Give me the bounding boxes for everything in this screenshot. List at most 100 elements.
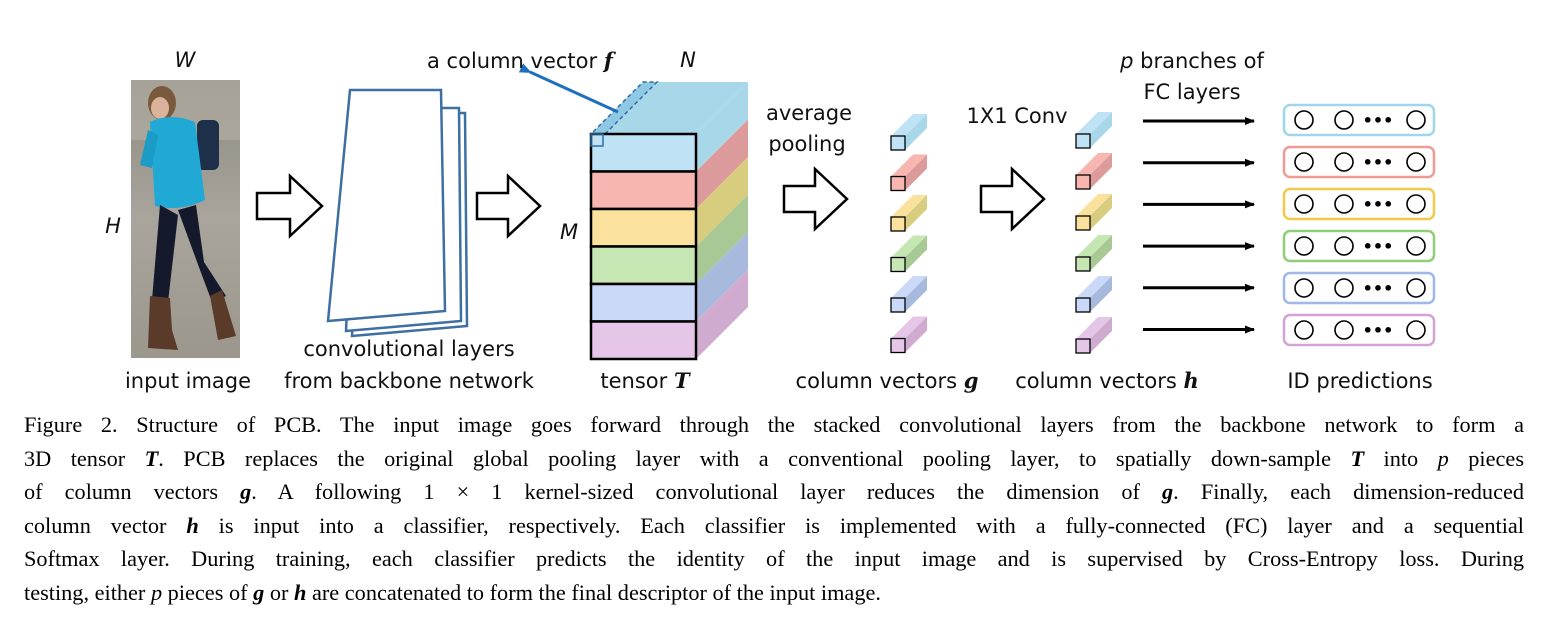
- caption-line: of column vectors g. A following 1 × 1 k…: [24, 475, 1524, 509]
- math-bold-var: T: [144, 445, 159, 471]
- hollow-arrow-3: [782, 166, 849, 232]
- conv-layers-stack: [326, 88, 469, 338]
- label-M: M: [560, 220, 578, 244]
- tensor-part: [589, 132, 698, 173]
- neuron-circle: [1334, 320, 1354, 340]
- vector-g-top: [891, 276, 927, 298]
- tensor-side-face: [696, 269, 748, 359]
- vector-h-side: [1090, 112, 1112, 148]
- tensor-part: [589, 245, 698, 286]
- id-prediction-box: [1282, 271, 1436, 305]
- tensor-side-face: [696, 119, 748, 209]
- tensor-side-face: [696, 82, 748, 172]
- neuron-circle: [1294, 320, 1314, 340]
- neuron-circle: [1406, 152, 1426, 172]
- caption-text: pieces: [1448, 445, 1524, 471]
- id-prediction-boxes: ••••••••••••••••••: [1282, 103, 1436, 347]
- vector-g-top: [891, 154, 927, 177]
- caption-line: 3D tensor T. PCB replaces the original g…: [24, 442, 1524, 476]
- label-N: N: [680, 48, 696, 72]
- label-id-predictions: ID predictions: [1287, 369, 1432, 393]
- label-1x1-conv: 1X1 Conv: [966, 104, 1067, 128]
- math-var: p: [150, 579, 163, 605]
- math-bold-var: T: [1350, 445, 1365, 471]
- caption-line: Figure 2. Structure of PCB. The input im…: [24, 408, 1524, 442]
- label-H: H: [105, 214, 121, 238]
- ellipsis-dots: •••: [1363, 195, 1394, 214]
- neuron-circle: [1406, 278, 1426, 298]
- vector-h-top: [1076, 153, 1112, 175]
- vector-h-top: [1076, 235, 1112, 257]
- column-vectors-g: [890, 114, 927, 354]
- tensor-side-face: [696, 157, 748, 247]
- caption-line: column vector h is input into a classifi…: [24, 509, 1524, 543]
- ellipsis-dots: •••: [1363, 321, 1394, 340]
- caption-line: Softmax layer. During training, each cla…: [24, 542, 1524, 576]
- neuron-circle: [1334, 236, 1354, 256]
- caption-text: . A following 1 × 1 kernel-sized convolu…: [251, 479, 1163, 504]
- neuron-circle: [1406, 320, 1426, 340]
- caption-text: Softmax layer. During training, each cla…: [24, 546, 1524, 571]
- id-prediction-box: [1282, 313, 1436, 347]
- vector-h-side: [1090, 276, 1112, 312]
- vector-h-cell: [1075, 338, 1091, 354]
- neuron-circle: [1294, 110, 1314, 130]
- ellipsis-dots: •••: [1363, 153, 1394, 172]
- neuron-circle: [1406, 236, 1426, 256]
- caption-text: Figure 2. Structure of PCB. The input im…: [24, 412, 1524, 437]
- caption-text: . Finally, each dimension-reduced: [1173, 479, 1525, 504]
- label-conv-layers-1: convolutional layers: [303, 337, 514, 361]
- vector-h-cell: [1075, 174, 1091, 190]
- caption-text: 3D tensor: [24, 445, 145, 471]
- figure-caption: Figure 2. Structure of PCB. The input im…: [24, 408, 1524, 609]
- vector-g-side: [905, 154, 927, 191]
- vector-h-cell: [1075, 215, 1091, 231]
- tensor-column-cell: [590, 133, 604, 147]
- vector-h-top: [1076, 194, 1112, 216]
- math-bold-var: h: [294, 579, 307, 605]
- neuron-circle: [1406, 194, 1426, 214]
- column-vectors-h: [1075, 112, 1112, 354]
- hollow-arrow-4: [979, 166, 1046, 232]
- math-bold-var: g: [1162, 479, 1174, 504]
- vector-h-side: [1090, 153, 1112, 189]
- vector-g-top: [891, 195, 927, 217]
- label-p-branches: p branches of: [1119, 49, 1264, 73]
- tensor-side-face: [696, 232, 748, 322]
- label-column-vectors-g: column vectors g: [796, 368, 979, 393]
- vector-g-cell: [890, 216, 906, 232]
- label-fc-layers: FC layers: [1143, 80, 1240, 104]
- vector-h-top: [1076, 317, 1112, 339]
- vector-g-cell: [890, 175, 906, 192]
- vector-g-cell: [890, 256, 906, 273]
- math-bold-var: g: [240, 479, 252, 504]
- label-average: average: [766, 101, 852, 125]
- id-prediction-box: [1282, 229, 1436, 263]
- vector-g-top: [891, 114, 927, 136]
- vector-g-side: [905, 114, 927, 150]
- caption-text: or: [264, 579, 294, 605]
- id-prediction-box: [1282, 103, 1436, 137]
- neuron-circle: [1406, 110, 1426, 130]
- neuron-circle: [1334, 152, 1354, 172]
- neuron-circle: [1294, 152, 1314, 172]
- hollow-arrow-1: [255, 173, 324, 239]
- ellipsis-dots: •••: [1363, 279, 1394, 298]
- vector-h-cell: [1075, 256, 1091, 272]
- vector-h-side: [1090, 317, 1112, 353]
- caption-text: pieces of: [162, 579, 254, 605]
- neuron-circle: [1294, 194, 1314, 214]
- label-column-vector-f: a column vector f: [427, 48, 617, 73]
- vector-h-side: [1090, 235, 1112, 271]
- caption-text: . PCB replaces the original global pooli…: [158, 445, 1351, 471]
- id-prediction-box: [1282, 145, 1436, 179]
- label-input-image: input image: [125, 369, 251, 393]
- neuron-circle: [1334, 110, 1354, 130]
- tensor-part: [589, 282, 698, 323]
- vector-h-cell: [1075, 297, 1091, 313]
- ellipsis-dots: •••: [1363, 237, 1394, 256]
- vector-h-top: [1076, 112, 1112, 134]
- tensor-T: [589, 81, 748, 361]
- tensor-part: [589, 170, 698, 211]
- caption-text: testing, either: [24, 579, 151, 605]
